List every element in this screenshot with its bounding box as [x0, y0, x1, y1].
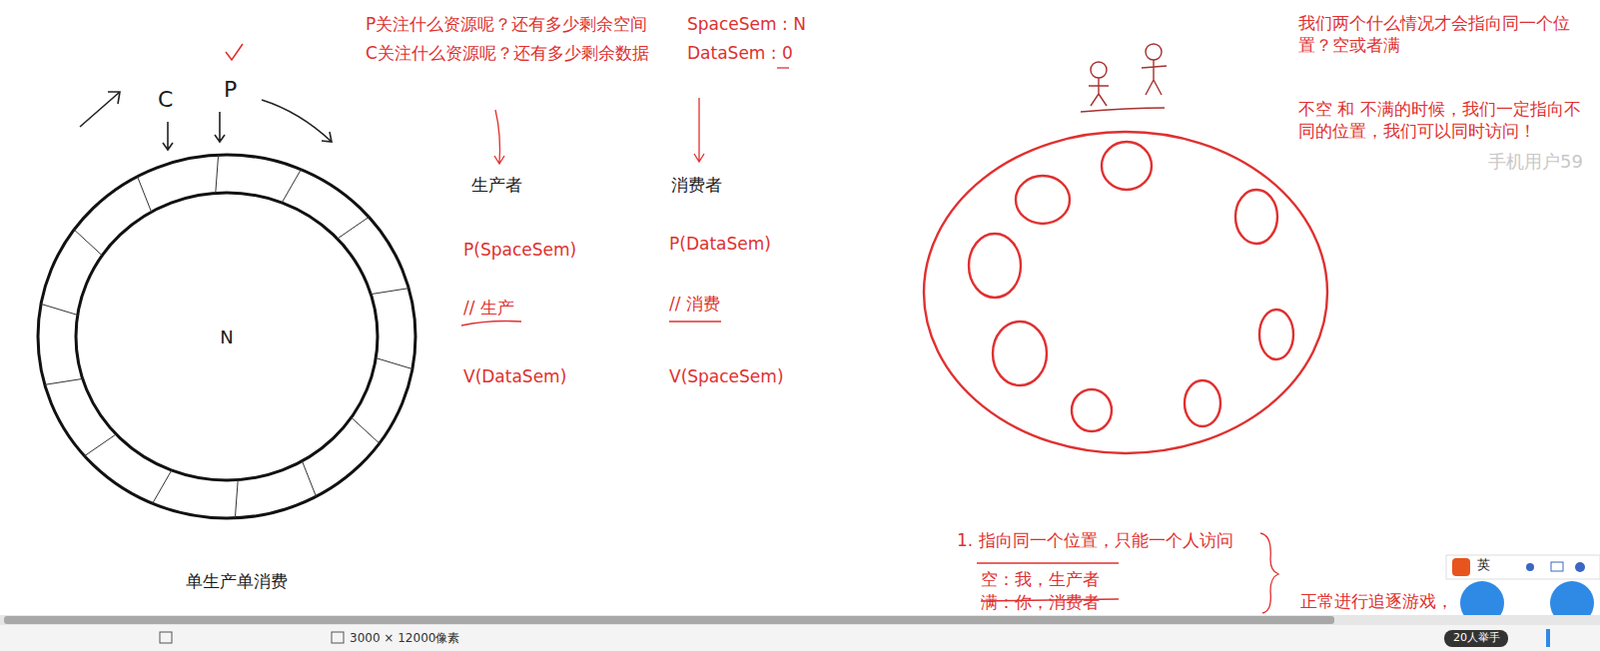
- down-arrows: [494, 97, 705, 164]
- note-text: 英: [1477, 557, 1491, 575]
- note-text: 20人举手: [1453, 631, 1501, 646]
- status-icon: [159, 632, 172, 644]
- scrollbar-track: [0, 615, 1600, 626]
- note-text: 我们两个什么情况才会指向同一个位置？空或者满: [1298, 11, 1597, 56]
- note-text: DataSem : 0: [687, 41, 794, 64]
- note-text: 手机用户59: [1488, 149, 1584, 173]
- note-text: P(SpaceSem): [463, 238, 577, 261]
- ring-buffer-sketch: [923, 131, 1328, 454]
- note-text: 满：你，消费者: [980, 591, 1100, 614]
- note-text: 消费者: [671, 173, 723, 196]
- note-text: SpaceSem : N: [687, 12, 806, 35]
- pointer-arrows: [79, 91, 332, 150]
- note-text: V(SpaceSem): [669, 365, 785, 388]
- caption: 单生产单消费: [185, 570, 288, 593]
- ring-label: N: [219, 326, 233, 348]
- note-text: C关注什么资源呢？还有多少剩余数据: [365, 41, 650, 64]
- underlines: [461, 67, 1119, 602]
- note-text: 不空 和 不满的时候，我们一定指向不同的位置，我们可以同时访问！: [1298, 97, 1597, 142]
- note-text: 正常进行追逐游戏，: [1300, 590, 1454, 613]
- stick-figures: [1080, 43, 1167, 112]
- check-mark: [225, 43, 243, 60]
- hand-count-pill: [1444, 630, 1509, 648]
- note-text: 生产者: [471, 173, 523, 196]
- note-text: 3000 × 12000像素: [349, 631, 460, 648]
- bracket: [1260, 533, 1279, 614]
- note-text: 空：我，生产者: [980, 568, 1100, 591]
- note-text: // 消费: [669, 292, 721, 315]
- note-text: // 生产: [463, 296, 515, 319]
- scrollbar-thumb: [3, 616, 1335, 625]
- status-bar: [0, 625, 1600, 651]
- note-text: P(DataSem): [669, 232, 772, 255]
- status-icon: [331, 632, 344, 644]
- ring-buffer: N: [35, 152, 418, 521]
- note-text: 1. 指向同一个位置，只能一个人访问: [956, 529, 1234, 552]
- zoom-marker: [1546, 629, 1551, 648]
- note-text: P: [223, 75, 237, 105]
- ime-toolbar: [1446, 555, 1600, 580]
- note-text: P关注什么资源呢？还有多少剩余空间: [365, 12, 648, 35]
- note-text: V(DataSem): [463, 365, 567, 388]
- note-text: C: [157, 85, 173, 115]
